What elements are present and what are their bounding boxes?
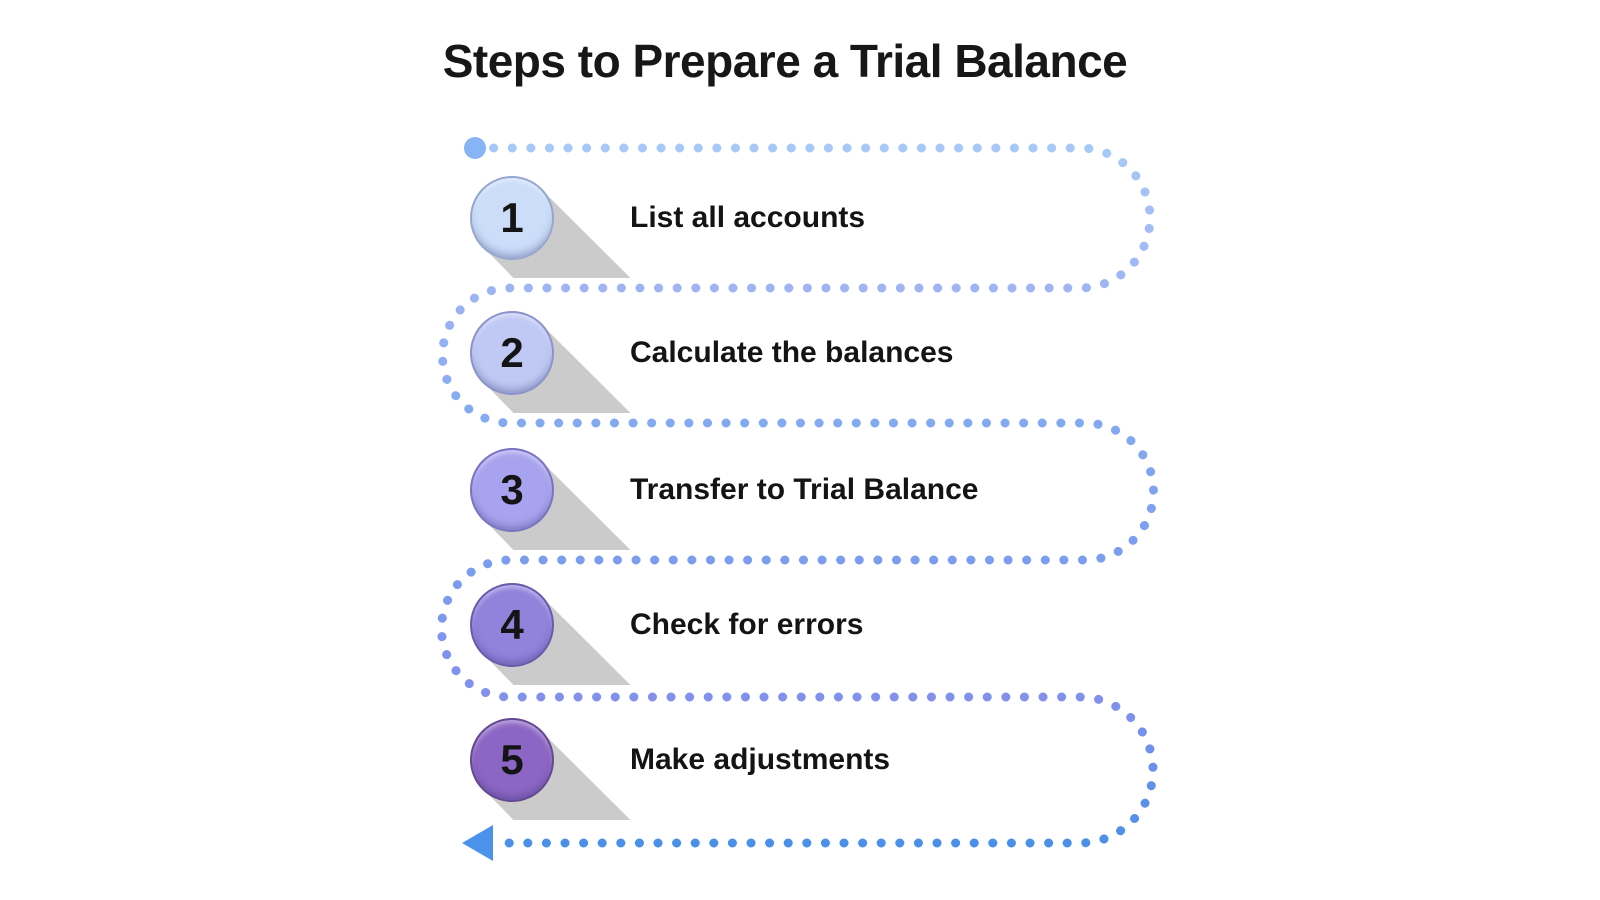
end-arrow-icon bbox=[462, 825, 493, 861]
step-number: 4 bbox=[500, 601, 524, 648]
step-label: Make adjustments bbox=[630, 743, 891, 776]
step-label: Calculate the balances bbox=[630, 336, 954, 369]
page-title: Steps to Prepare a Trial Balance bbox=[442, 35, 1128, 87]
step-circle: 2 bbox=[470, 311, 554, 395]
step-row-4: 4 Check for errors bbox=[0, 550, 1600, 700]
step-label: List all accounts bbox=[630, 201, 866, 234]
step-number: 1 bbox=[500, 194, 524, 241]
step-number: 2 bbox=[500, 329, 524, 376]
step-number: 5 bbox=[500, 736, 524, 783]
step-row-2: 2 Calculate the balances bbox=[0, 278, 1600, 428]
step-row-5: 5 Make adjustments bbox=[0, 685, 1600, 835]
step-number: 3 bbox=[500, 466, 524, 513]
step-label: Check for errors bbox=[630, 608, 864, 641]
serpentine-dotted-path bbox=[437, 143, 1158, 848]
step-circle: 4 bbox=[470, 583, 554, 667]
start-dot bbox=[464, 137, 486, 159]
step-circle: 1 bbox=[470, 176, 554, 260]
step-row-1: 1 List all accounts bbox=[0, 143, 1600, 293]
step-row-3: 3 Transfer to Trial Balance bbox=[0, 415, 1600, 565]
step-circle: 5 bbox=[470, 718, 554, 802]
step-label: Transfer to Trial Balance bbox=[630, 473, 979, 506]
step-circle: 3 bbox=[470, 448, 554, 532]
